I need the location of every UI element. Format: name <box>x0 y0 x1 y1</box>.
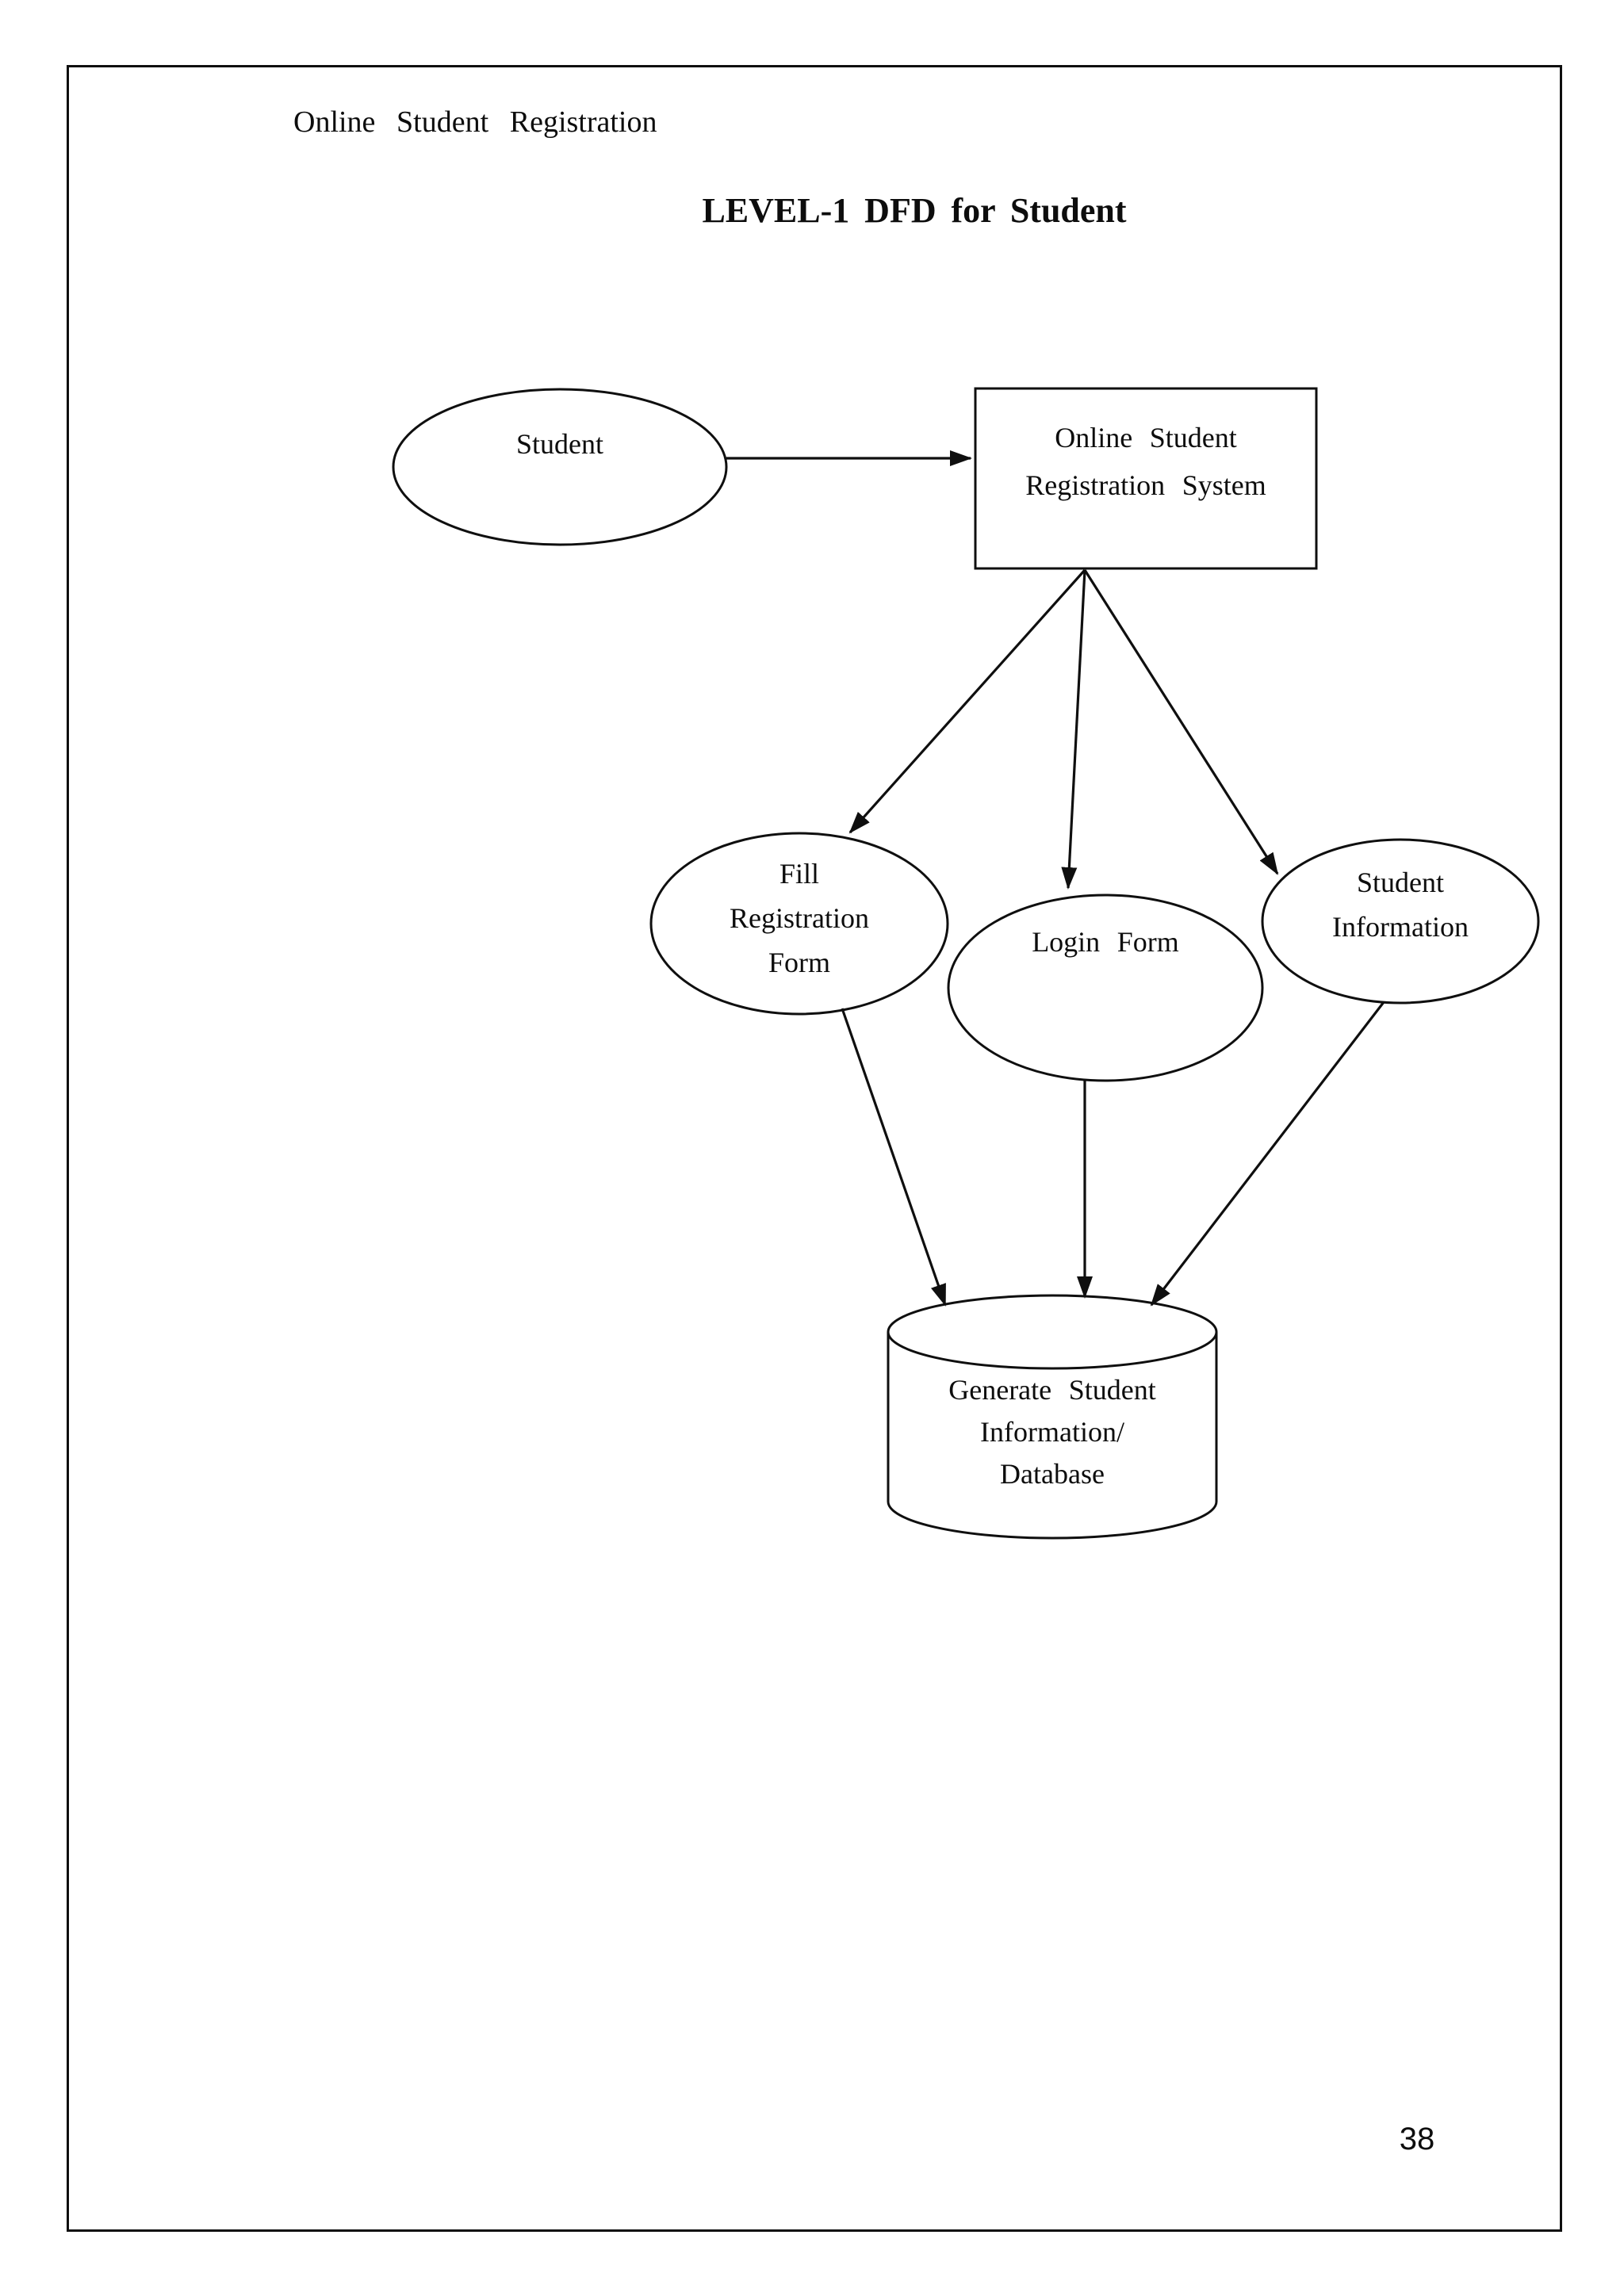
database-label-line: Generate Student <box>948 1374 1156 1406</box>
student-label-line: Student <box>515 428 603 460</box>
page-number: 38 <box>1399 2122 1435 2156</box>
arrow-system-to-fill <box>848 568 1086 834</box>
arrow-system-to-login <box>1061 569 1086 890</box>
system-label-line: Online Student <box>1055 422 1237 453</box>
info-label-line: Information <box>1332 911 1469 943</box>
document-header: Online Student Registration <box>293 105 657 139</box>
arrow-fill-to-database <box>841 1008 947 1307</box>
student-information-ellipse <box>1261 838 1540 1004</box>
fill-registration-form-ellipse <box>649 832 949 1016</box>
arrow-info-to-database <box>1150 1001 1385 1307</box>
system-process-box <box>974 387 1318 570</box>
database-label-line: Information/ <box>980 1416 1124 1448</box>
fill-label-line: Fill <box>779 858 820 890</box>
login-form-ellipse <box>947 894 1264 1082</box>
student-label: Student <box>441 422 679 466</box>
database-label-line: Database <box>1000 1458 1105 1490</box>
login-label-line: Login Form <box>1032 926 1179 958</box>
database-cylinder-body <box>887 1332 1218 1540</box>
student-ellipse <box>392 388 728 546</box>
fill-registration-form-label: Fill Registration Form <box>680 851 918 985</box>
system-label-line: Registration System <box>1025 469 1266 501</box>
page-border <box>67 65 1562 2232</box>
fill-label-line: Form <box>768 947 830 978</box>
database-cylinder <box>887 1294 1218 1540</box>
student-information-label: Student Information <box>1274 860 1527 949</box>
system-label: Online Student Registration System <box>975 414 1316 509</box>
info-label-line: Student <box>1356 867 1444 898</box>
database-cylinder-top <box>887 1294 1218 1370</box>
page-title: LEVEL-1 DFD for Student <box>702 191 1127 230</box>
fill-label-line: Registration <box>730 902 869 934</box>
arrow-system-to-info <box>1083 569 1279 875</box>
login-form-label: Login Form <box>979 920 1232 964</box>
database-label: Generate Student Information/ Database <box>894 1369 1211 1495</box>
